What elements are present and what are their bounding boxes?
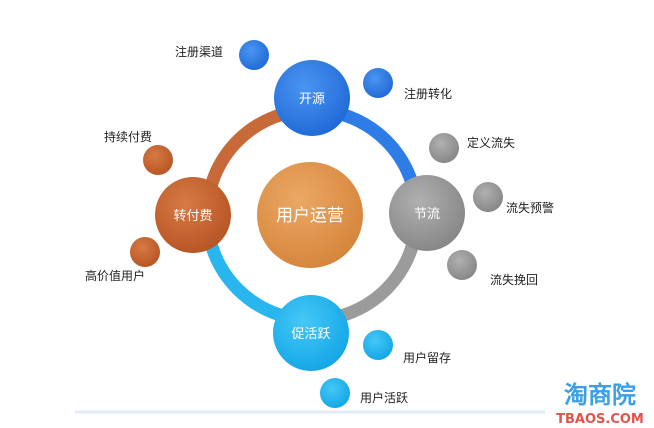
node-cuhuoyue-label: 促活跃 xyxy=(291,327,330,342)
satellite-dot xyxy=(130,237,160,267)
satellite-dot xyxy=(143,145,173,175)
center-label: 用户运营 xyxy=(276,206,344,226)
watermark-subtitle: TBAOS.COM xyxy=(556,412,644,427)
center-circle xyxy=(257,162,363,268)
node-zhuanfufei xyxy=(155,177,231,253)
satellite-dot xyxy=(320,378,350,408)
satellite-label: 用户活跃 xyxy=(360,390,408,405)
satellite-dot xyxy=(473,182,503,212)
node-zhuanfufei-label: 转付费 xyxy=(173,209,212,224)
watermark-title: 淘商院 xyxy=(564,381,636,409)
satellite-dot xyxy=(363,68,393,98)
node-kaiyuan xyxy=(274,60,350,136)
node-cuhuoyue xyxy=(273,295,349,371)
satellite-dot xyxy=(239,40,269,70)
satellite-label: 定义流失 xyxy=(467,135,515,150)
satellite-dot xyxy=(363,330,393,360)
satellite-label: 注册转化 xyxy=(404,86,452,101)
node-jieliu-label: 节流 xyxy=(414,207,440,222)
satellite-label: 注册渠道 xyxy=(175,44,223,59)
satellite-label: 持续付费 xyxy=(104,129,152,144)
satellite-label: 流失预警 xyxy=(506,200,554,215)
satellite-label: 流失挽回 xyxy=(490,272,538,287)
node-kaiyuan-label: 开源 xyxy=(299,92,325,107)
node-jieliu xyxy=(389,175,465,251)
satellite-dot xyxy=(429,133,459,163)
satellite-label: 用户留存 xyxy=(403,350,451,365)
satellite-dot xyxy=(447,250,477,280)
satellite-label: 高价值用户 xyxy=(85,268,145,283)
